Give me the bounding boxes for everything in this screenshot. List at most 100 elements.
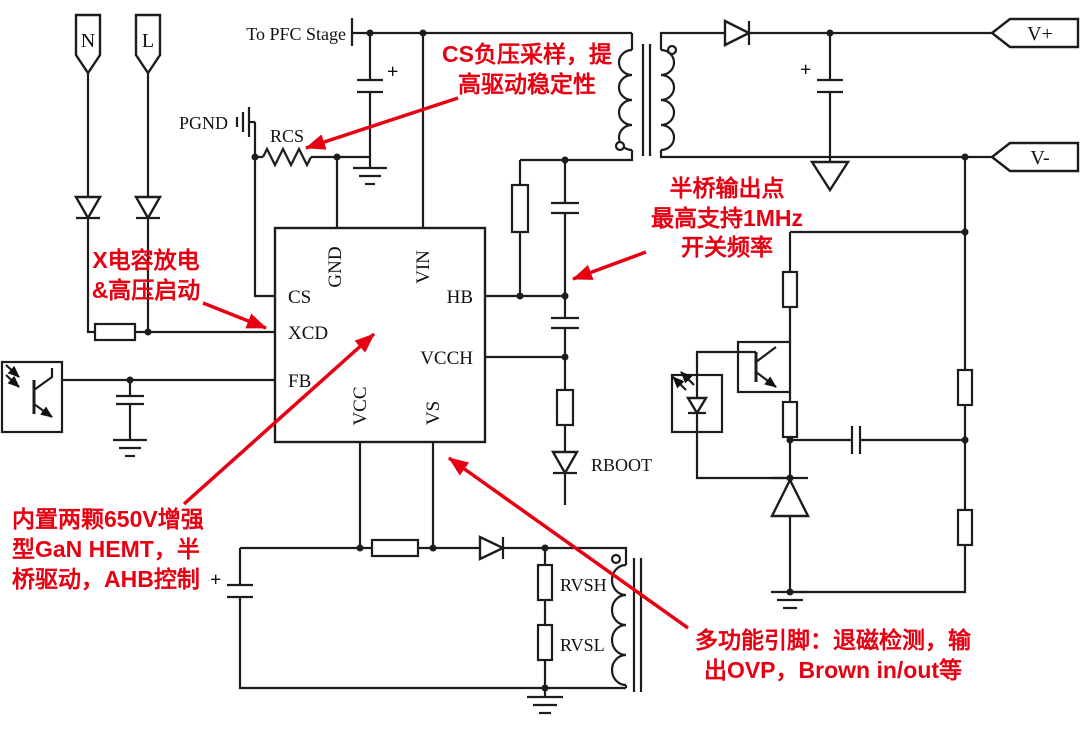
primary-polarity-dot <box>614 140 626 152</box>
rboot-diode <box>550 450 580 476</box>
n-input-diode <box>73 195 103 221</box>
bjt-symbol <box>738 346 777 388</box>
l-connector <box>134 13 162 76</box>
fb-transistor <box>736 340 792 394</box>
secondary-winding <box>660 48 676 152</box>
half-bridge-cap-lower <box>551 316 579 330</box>
light-out-arrows <box>672 371 695 391</box>
annotation-gan: 内置两颗650V增强 型GaN HEMT，半 桥驱动，AHB控制 <box>12 332 376 592</box>
annotation-text: 开关频率 <box>681 234 773 260</box>
junction-dots <box>126 29 969 692</box>
fb-filter-cap <box>116 394 144 406</box>
annotation-text: X电容放电 <box>92 247 199 273</box>
diodes <box>73 19 810 561</box>
rcs-label: RCS <box>270 126 304 146</box>
l-input-diode <box>133 195 163 221</box>
aux-winding <box>610 563 627 687</box>
pin-hb: HB <box>447 287 473 308</box>
opto-led <box>685 375 709 432</box>
annotation-arrow <box>305 96 459 150</box>
annotation-xcd: X电容放电 &高压启动 <box>92 247 267 330</box>
vcc-series-resistor <box>370 538 420 558</box>
pfc-bulk-cap <box>357 78 383 94</box>
vcc-charge-diode <box>478 535 506 561</box>
xcd-series-resistor <box>93 322 137 342</box>
pin-gnd: GND <box>325 246 346 287</box>
l-connector-label: L <box>142 30 154 52</box>
annotation-cs-sense: CS负压采样，提 高驱动稳定性 <box>305 41 613 150</box>
opto-receiver <box>0 360 64 434</box>
divider-lower-resistor <box>956 508 974 547</box>
annotation-text: 出OVP，Brown in/out等 <box>704 657 962 683</box>
annotation-text: 桥驱动，AHB控制 <box>12 566 200 592</box>
annotation-text: 多功能引脚：退磁检测，输 <box>695 627 972 653</box>
annotation-arrow <box>447 456 690 630</box>
annotation-text: 半桥输出点 <box>670 175 785 201</box>
fb-lower-resistor <box>781 400 799 439</box>
pin-vs: VS <box>423 401 444 425</box>
bulk-cap-ground <box>353 166 387 186</box>
bottom-ground <box>527 695 563 715</box>
annotation-multi-pin: 多功能引脚：退磁检测，输 出OVP，Brown in/out等 <box>447 456 972 683</box>
capacitors <box>116 78 862 599</box>
annotation-text: 内置两颗650V增强 <box>12 506 204 532</box>
aux-transformer-winding <box>610 553 643 692</box>
n-connector-label: N <box>81 30 95 52</box>
main-transformer <box>614 44 678 156</box>
opto-emitter <box>670 371 724 434</box>
output-cap-plus: + <box>800 59 811 81</box>
rvsl-resistor <box>536 623 554 662</box>
ground-symbols <box>113 107 851 715</box>
pin-vcc: VCC <box>350 386 371 425</box>
annotation-text: &高压启动 <box>92 277 201 303</box>
pin-vcch: VCCH <box>420 348 473 369</box>
ic-body <box>273 226 487 444</box>
output-connectors: V+ V- <box>990 17 1080 173</box>
annotation-arrow <box>202 301 267 330</box>
component-labels: To PFC Stage PGND RCS RBOOT RVSH RVSL + … <box>179 24 811 655</box>
v-minus-label: V- <box>1030 147 1049 169</box>
annotation-text: 型GaN HEMT，半 <box>12 536 200 562</box>
annotation-half-bridge: 半桥输出点 最高支持1MHz 开关频率 <box>572 175 803 281</box>
fb-transistor-box <box>736 340 792 394</box>
aux-polarity-dot <box>610 553 622 565</box>
n-connector <box>74 13 102 76</box>
pfc-cap-plus: + <box>387 61 398 83</box>
v-plus-connector <box>990 17 1080 49</box>
half-bridge-cap-upper <box>551 201 579 215</box>
secondary-polarity-dot <box>666 44 678 56</box>
light-in-arrows <box>5 364 20 388</box>
to-pfc-label: To PFC Stage <box>246 24 346 44</box>
pin-xcd: XCD <box>288 323 328 344</box>
pin-vin: VIN <box>413 250 434 284</box>
pgnd-ground <box>235 107 251 137</box>
pin-cs: CS <box>288 287 311 308</box>
controller-ic: CS XCD FB HB VCCH GND VIN VCC VS <box>273 226 487 444</box>
photo-transistor <box>32 368 54 418</box>
fb-upper-resistor <box>781 270 799 309</box>
fb-cap-ground <box>113 438 147 458</box>
output-rectifier-diode <box>723 19 752 47</box>
rboot-resistor <box>555 388 575 427</box>
compensation-cap <box>850 426 862 454</box>
annotation-arrow <box>182 332 376 506</box>
ac-input-connectors: N L <box>74 13 162 76</box>
divider-upper-resistor <box>956 368 974 407</box>
rvsl-label: RVSL <box>560 635 605 655</box>
rboot-label: RBOOT <box>591 455 652 475</box>
primary-winding <box>617 48 633 152</box>
v-minus-connector <box>990 141 1080 173</box>
resistors <box>93 183 974 662</box>
output-cap <box>817 78 843 94</box>
annotation-text: CS负压采样，提 <box>442 41 613 67</box>
rvsh-resistor <box>536 563 554 602</box>
pin-fb: FB <box>288 371 311 392</box>
v-plus-label: V+ <box>1027 23 1053 45</box>
vcc-cap <box>227 583 253 599</box>
circuit-wires <box>62 18 992 697</box>
pgnd-label: PGND <box>179 113 228 133</box>
annotation-arrow <box>572 250 647 281</box>
annotations: CS负压采样，提 高驱动稳定性 半桥输出点 最高支持1MHz 开关频率 X电容放… <box>12 41 972 683</box>
